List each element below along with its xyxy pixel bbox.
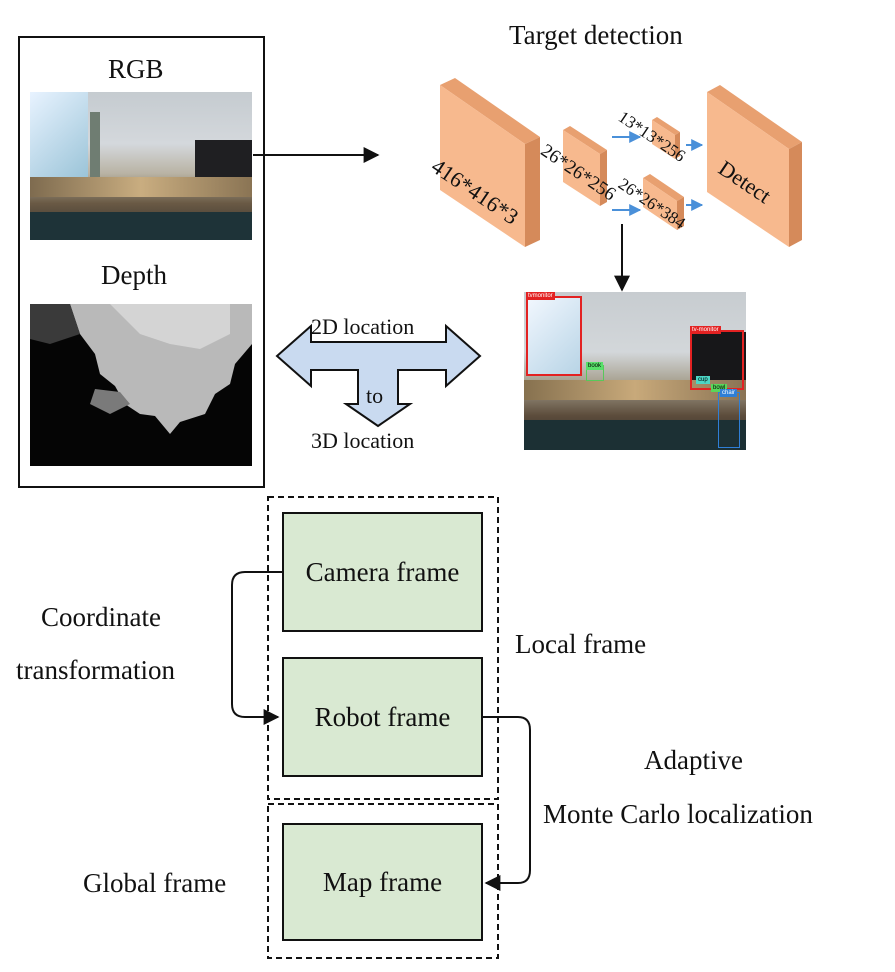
arrow-label-3d-location: 3D location bbox=[311, 428, 415, 453]
target-detection-title: Target detection bbox=[509, 20, 683, 50]
map-frame-label: Map frame bbox=[322, 866, 443, 897]
robot-frame-box: Robot frame bbox=[282, 657, 483, 777]
bbox-label-book: book bbox=[586, 362, 604, 370]
rgb-image bbox=[30, 92, 252, 240]
detection-result-image: tvmonitor book tv-monitor cup bowl chair bbox=[524, 292, 746, 450]
coordinate-label: Coordinate bbox=[41, 602, 161, 632]
arrow-label-2d-location: 2D location bbox=[311, 314, 415, 339]
bbox-chair bbox=[718, 392, 740, 448]
layer-13-256-slab bbox=[652, 117, 680, 159]
bbox-label-tvmonitor: tvmonitor bbox=[526, 292, 555, 300]
global-frame-label: Global frame bbox=[83, 868, 227, 898]
bbox-tvmonitor bbox=[526, 296, 582, 376]
bbox-label-bowl: bowl bbox=[711, 384, 728, 392]
input-panel-border bbox=[18, 36, 265, 488]
layer-26-256-slab bbox=[563, 126, 607, 206]
global-frame-dashed-box bbox=[267, 803, 499, 959]
local-frame-dashed-box bbox=[267, 496, 499, 800]
bbox-label-tv-monitor: tv-monitor bbox=[690, 326, 721, 334]
layer-416-slab bbox=[440, 78, 540, 247]
bbox-label-chair: chair bbox=[720, 389, 738, 397]
layer-26-384-slab bbox=[643, 174, 684, 230]
detect-slab bbox=[707, 85, 802, 247]
arrow-label-to: to bbox=[366, 383, 384, 408]
bbox-label-cup: cup bbox=[696, 376, 710, 384]
camera-frame-label: Camera frame bbox=[305, 556, 460, 587]
transformation-label: transformation bbox=[16, 655, 175, 685]
depth-image bbox=[30, 304, 252, 466]
robot-frame-label: Robot frame bbox=[314, 701, 451, 732]
depth-title: Depth bbox=[101, 260, 167, 290]
map-frame-box: Map frame bbox=[282, 823, 483, 941]
camera-frame-box: Camera frame bbox=[282, 512, 483, 632]
coordinate-transform-arrow bbox=[231, 571, 283, 725]
amcl-arrow bbox=[482, 716, 531, 891]
adaptive-label: Adaptive bbox=[644, 745, 743, 775]
local-frame-label: Local frame bbox=[515, 629, 647, 659]
monte-carlo-label: Monte Carlo localization bbox=[543, 799, 813, 829]
location-double-arrow bbox=[275, 323, 482, 428]
rgb-title: RGB bbox=[108, 54, 164, 84]
